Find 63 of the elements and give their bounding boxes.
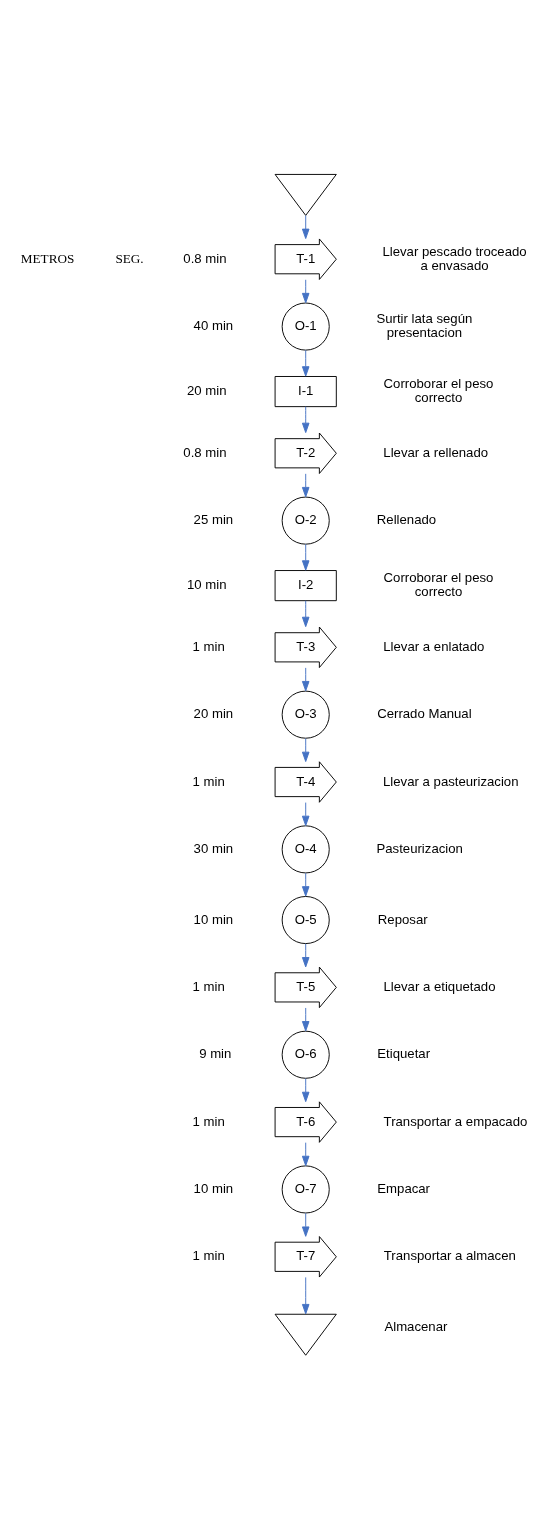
node-label: Llevar a enlatado (383, 638, 485, 654)
node-circle: O-1 (281, 302, 330, 351)
arrow (301, 802, 310, 827)
node-label: 40 min (193, 318, 234, 334)
node-circle: O-5 (281, 896, 330, 945)
node-label: 10 min (187, 577, 227, 593)
node-label: 30 min (193, 840, 234, 856)
arrow (301, 279, 310, 304)
node-label: 1 min (192, 638, 225, 654)
node-label: Llevar a etiquetado (383, 978, 496, 994)
arrow (301, 1212, 310, 1237)
node-label: 9 min (199, 1046, 232, 1062)
arrow (301, 473, 310, 498)
node-circle: O-7 (281, 1165, 330, 1214)
arrow (301, 943, 310, 968)
node-circle: O-2 (281, 496, 330, 545)
node-label: Llevar pescado troceado a envasado (382, 243, 527, 273)
node-label: 1 min (192, 1113, 225, 1129)
node-label: Surtir lata según presentacion (376, 310, 473, 341)
arrow (301, 1078, 310, 1103)
node-label: 20 min (193, 706, 234, 722)
arrow (301, 1142, 310, 1167)
node-label: Corroborar el peso correcto (383, 570, 494, 600)
node-label: 10 min (193, 1180, 234, 1196)
arrow (301, 543, 310, 571)
node-circle: O-4 (281, 825, 330, 874)
node-label: Llevar a rellenado (383, 444, 489, 460)
node-circle: O-3 (281, 690, 330, 739)
node-box: I-1 (274, 376, 337, 408)
arrow (301, 406, 310, 434)
node-label: Rellenado (376, 512, 437, 528)
arrow (301, 1276, 310, 1315)
node-label: Reposar (377, 911, 428, 927)
arrow (301, 600, 310, 628)
node-label: Empacar (377, 1180, 431, 1196)
node-triangle (274, 173, 337, 216)
arrow (301, 1007, 310, 1032)
node-label: Cerrado Manual (377, 706, 472, 722)
label: METROS (20, 250, 75, 266)
node-label: Corroborar el peso correcto (383, 375, 494, 406)
node-label: 0.8 min (183, 250, 227, 266)
node-label: Transportar a empacado (383, 1113, 528, 1129)
node-label: 1 min (192, 1248, 225, 1264)
arrow (301, 667, 310, 692)
node-label: 0.8 min (183, 444, 227, 460)
node-label: Pasteurizacion (376, 840, 463, 856)
arrow (301, 349, 310, 377)
arrow (301, 215, 310, 239)
node-label: 20 min (187, 383, 227, 399)
node-label: 1 min (192, 773, 225, 789)
node-label: 1 min (192, 978, 225, 994)
node-box: I-2 (274, 570, 337, 602)
node-label: 25 min (193, 512, 234, 528)
node-triangle (274, 1313, 337, 1356)
node-label: Almacenar (384, 1319, 448, 1335)
node-circle: O-6 (281, 1030, 330, 1079)
node-label: Etiquetar (377, 1046, 431, 1062)
arrow (301, 872, 310, 897)
node-label: Llevar a pasteurizacion (383, 773, 519, 789)
node-label: 10 min (193, 911, 234, 927)
node-label: Transportar a almacen (383, 1248, 516, 1264)
arrow (301, 738, 310, 763)
label: SEG. (115, 250, 144, 266)
